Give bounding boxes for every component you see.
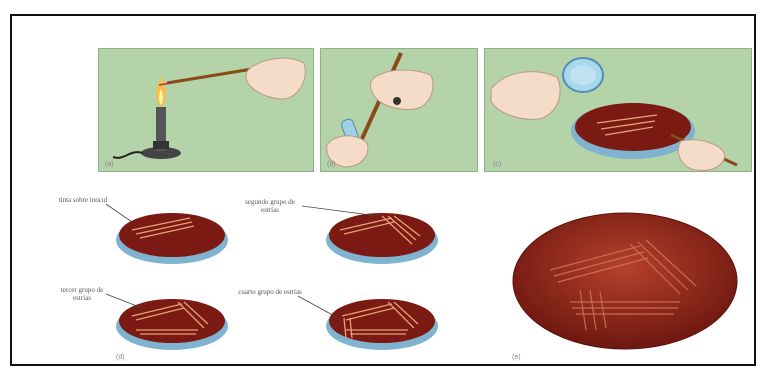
label-third-streak: tercer grupo de estrías bbox=[56, 286, 108, 302]
hand-a bbox=[246, 58, 305, 99]
hand-c-left bbox=[491, 72, 560, 120]
caption-e: (e) bbox=[512, 354, 521, 361]
leader-first bbox=[104, 202, 134, 224]
panel-a-flame-sterilization: (a) bbox=[98, 48, 314, 172]
agar-c bbox=[575, 103, 691, 151]
plate-e-isolated-colonies bbox=[510, 210, 740, 352]
burner-hose bbox=[113, 152, 143, 158]
caption-c: (c) bbox=[493, 161, 501, 168]
leader-third bbox=[104, 292, 144, 312]
label-first-streak: tinta sobre inocul bbox=[58, 196, 108, 204]
leader-fourth bbox=[296, 294, 340, 320]
plate-d4-fourth-streak bbox=[322, 290, 442, 352]
caption-d: (d) bbox=[116, 354, 125, 361]
frame-bottom-border bbox=[10, 364, 756, 366]
caption-b: (b) bbox=[327, 161, 336, 168]
panel-b-tube-sampling: (b) bbox=[320, 48, 478, 172]
hand-c-right bbox=[678, 140, 725, 171]
leader-second bbox=[300, 204, 380, 218]
caption-a: (a) bbox=[105, 161, 114, 168]
panel-c-plate-streaking: (c) bbox=[484, 48, 752, 172]
label-second-streak: segundo grupo de estrías bbox=[238, 198, 302, 214]
label-fourth-streak: cuarto grupo de estrías bbox=[238, 288, 302, 296]
